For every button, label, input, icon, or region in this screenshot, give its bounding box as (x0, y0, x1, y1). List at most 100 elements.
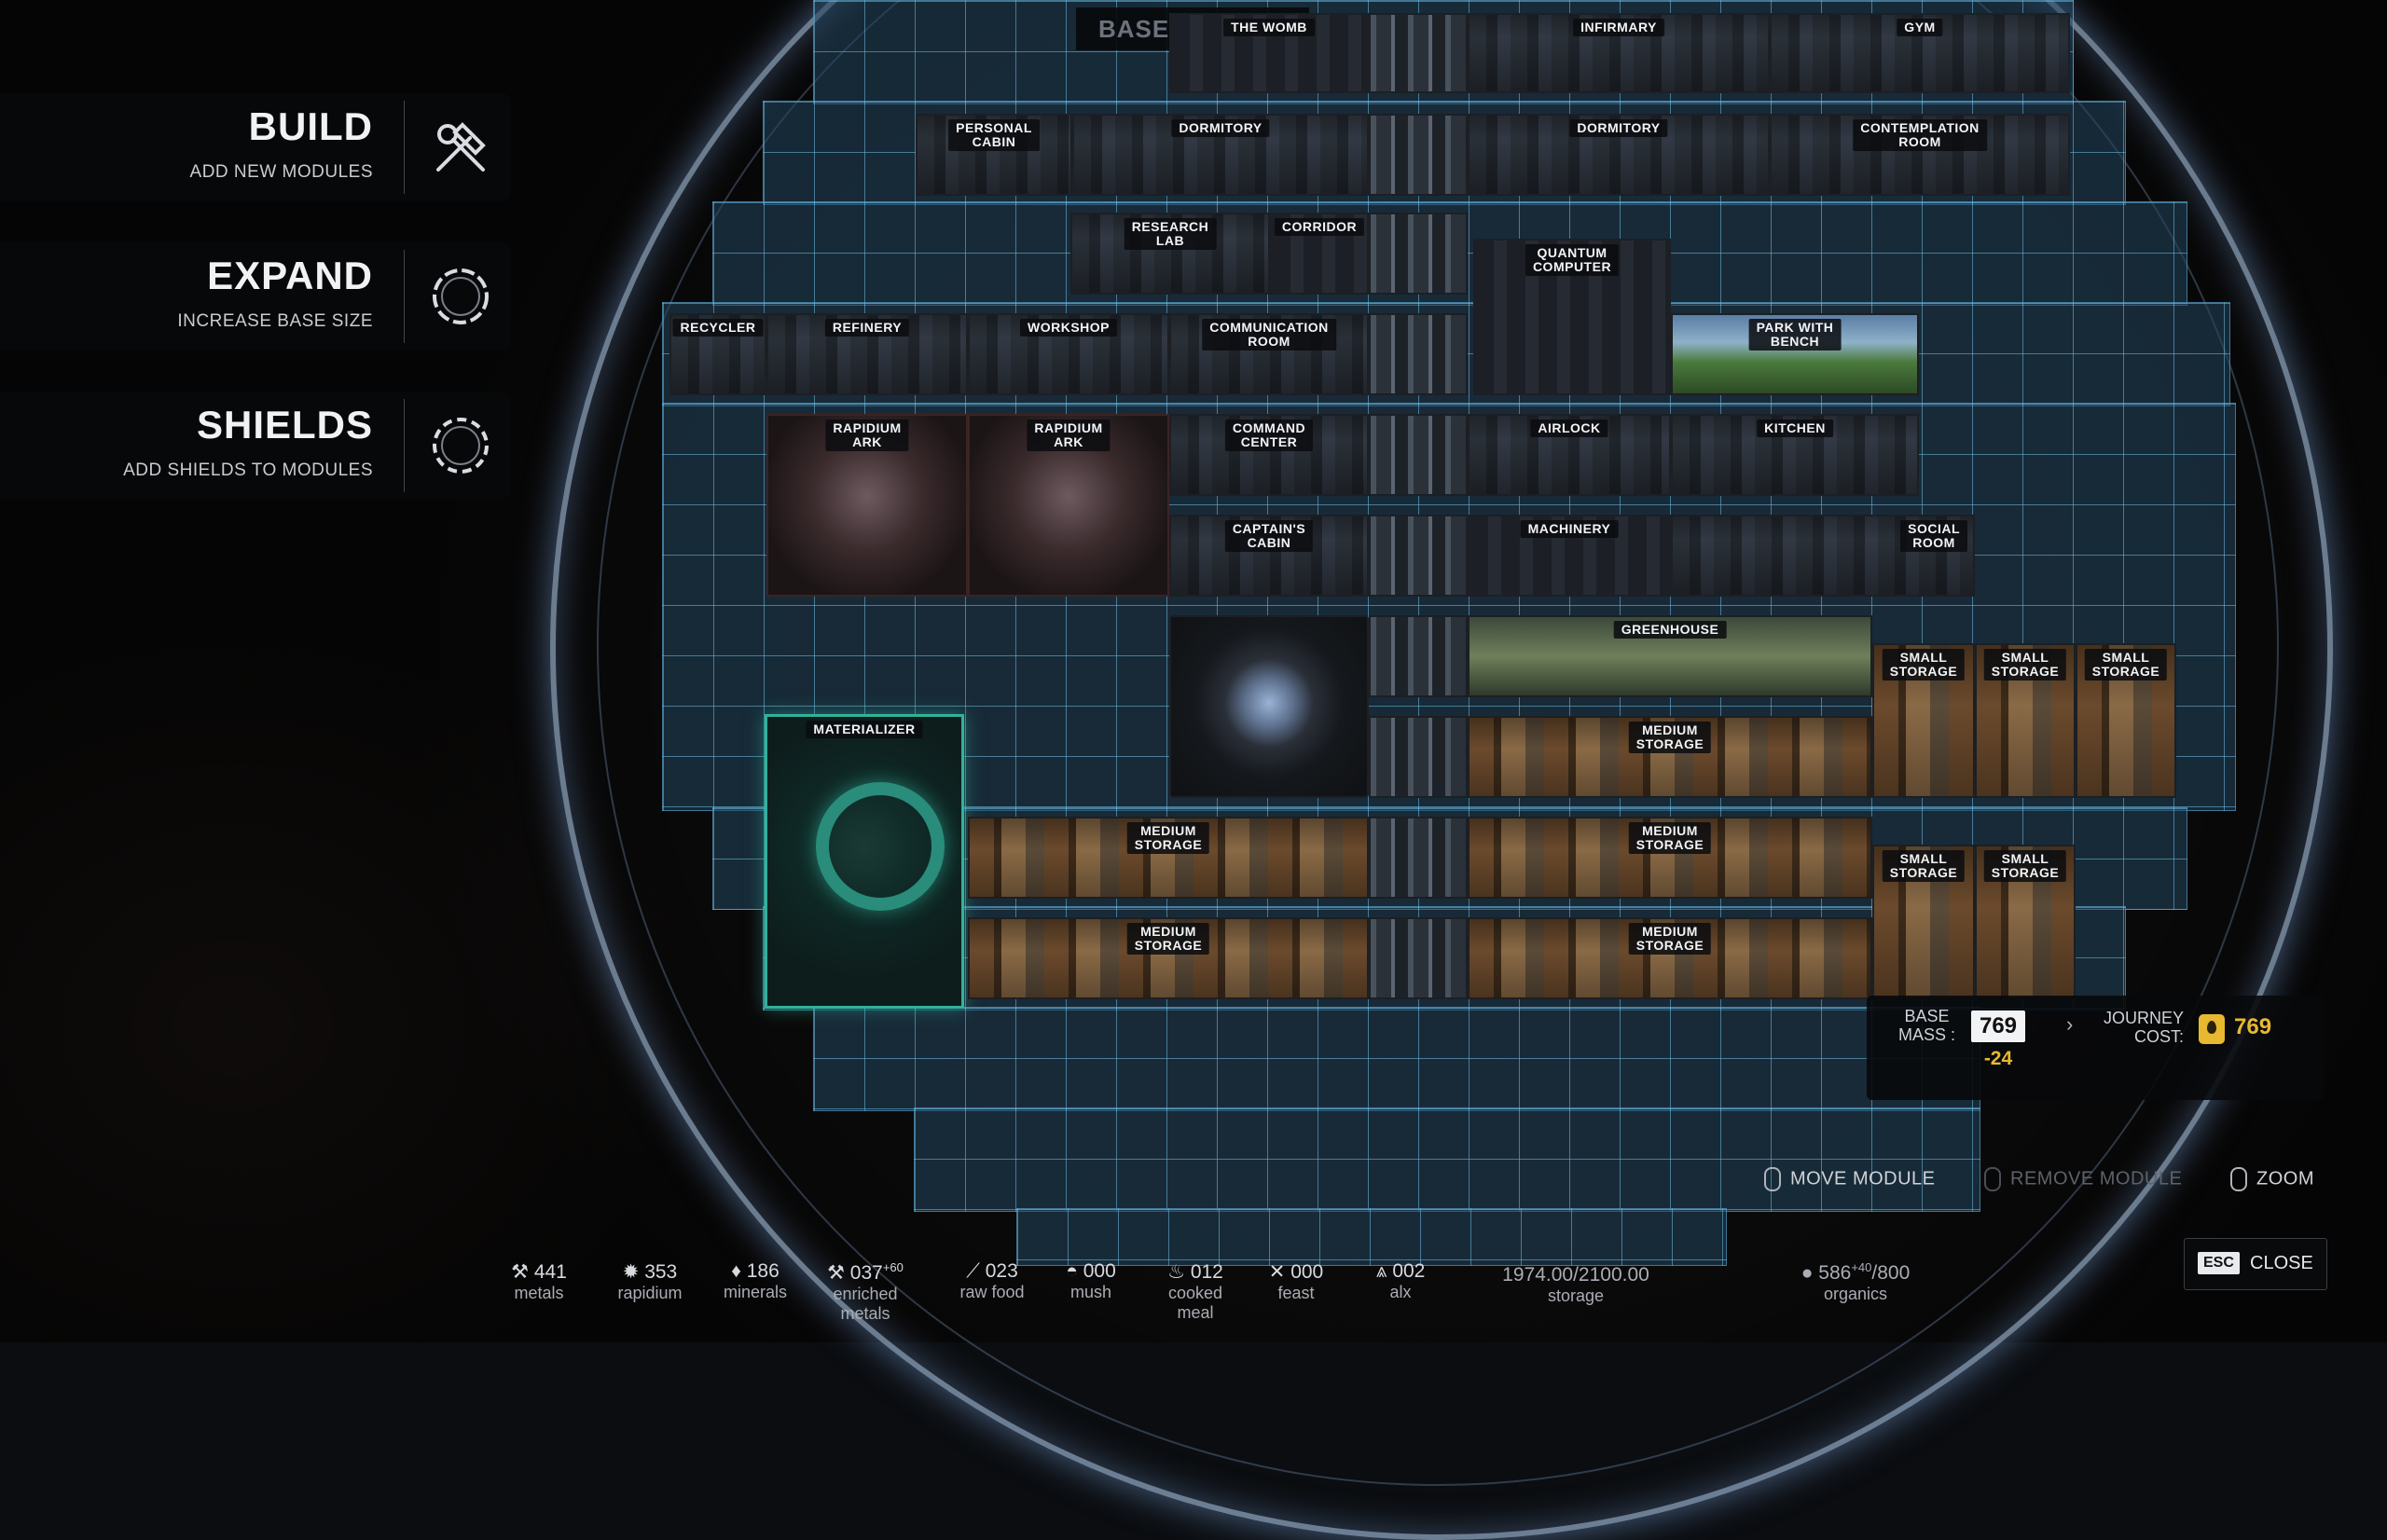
module-label: GREENHOUSE (1613, 621, 1727, 639)
module-communication-room[interactable]: COMMUNICATION ROOM (1169, 313, 1369, 395)
chevron-right-icon: › (2066, 1012, 2074, 1036)
rapidium-icon: ✹ (622, 1261, 640, 1283)
menu-divider (404, 250, 405, 343)
module-corridor[interactable] (1369, 817, 1468, 899)
resource-metals: ⚒ 441 metals (502, 1260, 576, 1303)
shields-menu-button[interactable]: SHIELDS ADD SHIELDS TO MODULES (0, 392, 511, 500)
module-label: MEDIUM STORAGE (1628, 822, 1712, 854)
module-infirmary[interactable]: INFIRMARY (1468, 13, 1770, 93)
move-module-hint[interactable]: MOVE MODULE (1764, 1167, 1936, 1191)
module-greenhouse[interactable]: GREENHOUSE (1468, 615, 1872, 697)
module-small-storage-5[interactable]: SMALL STORAGE (1975, 845, 2076, 999)
resource-name: raw food (959, 1283, 1025, 1301)
module-label: GYM (1897, 19, 1943, 36)
fuel-drop-icon (2199, 1014, 2225, 1044)
module-rapidium-ark[interactable]: RAPIDIUM ARK (766, 414, 968, 597)
materializer-core-icon (816, 782, 945, 911)
resource-name: rapidium (617, 1284, 683, 1302)
module-gym[interactable]: GYM (1770, 13, 2070, 93)
base-mass-value: 769 (1979, 1013, 2018, 1038)
module-research-lab[interactable]: RESEARCH LAB (1070, 213, 1270, 295)
module-corridor-label[interactable]: CORRIDOR (1270, 213, 1369, 295)
module-dormitory[interactable]: DORMITORY (1072, 114, 1369, 196)
resource-name: mush (1069, 1283, 1111, 1301)
resource-mush: ◓ 000 mush (1054, 1260, 1128, 1302)
module-label: THE WOMB (1223, 19, 1315, 36)
raw-food-icon: ⟋ (966, 1260, 980, 1282)
close-button[interactable]: ESC CLOSE (2184, 1238, 2327, 1290)
module-medium-storage-4[interactable]: MEDIUM STORAGE (968, 917, 1369, 999)
module-corridor[interactable] (1369, 114, 1468, 196)
module-corridor[interactable] (1369, 615, 1468, 697)
module-the-womb[interactable]: THE WOMB (1169, 13, 1369, 93)
resource-value: 023 (985, 1260, 1018, 1282)
alx-icon: ⩓ (1375, 1260, 1387, 1282)
module-medium-storage-3[interactable]: MEDIUM STORAGE (1468, 817, 1872, 899)
resource-name: enriched metals (833, 1285, 898, 1323)
module-label: PERSONAL CABIN (948, 119, 1040, 151)
module-captains-cabin[interactable]: CAPTAIN'S CABIN (1169, 515, 1369, 597)
resource-name: metals (514, 1284, 564, 1302)
module-corridor[interactable] (1369, 515, 1468, 597)
organics-max: /800 (1871, 1262, 1911, 1284)
resource-name: minerals (723, 1283, 788, 1301)
shield-ring-icon (433, 418, 489, 474)
build-subtitle: ADD NEW MODULES (189, 162, 373, 182)
expand-menu-button[interactable]: EXPAND INCREASE BASE SIZE (0, 242, 511, 351)
module-contemplation-room[interactable]: CONTEMPLATION ROOM (1770, 114, 2070, 196)
remove-module-hint[interactable]: REMOVE MODULE (1984, 1167, 2182, 1191)
module-small-storage-2[interactable]: SMALL STORAGE (1975, 643, 2076, 798)
module-label: DORMITORY (1171, 119, 1270, 137)
feast-icon: ✕ (1268, 1261, 1286, 1283)
module-corridor[interactable] (1369, 13, 1468, 93)
build-menu-button[interactable]: BUILD ADD NEW MODULES (0, 93, 511, 201)
module-corridor[interactable] (1369, 213, 1468, 295)
module-recycler[interactable]: RECYCLER (669, 313, 766, 395)
build-title: BUILD (248, 104, 373, 148)
metals-icon: ⚒ (511, 1261, 529, 1283)
module-corridor[interactable] (1369, 414, 1468, 496)
module-portal-window[interactable] (1169, 615, 1369, 798)
resource-value: 441 (533, 1261, 567, 1283)
expand-ring-icon (433, 268, 489, 324)
module-label: SMALL STORAGE (1882, 850, 1966, 882)
module-workshop[interactable]: WORKSHOP (968, 313, 1169, 395)
module-label: SMALL STORAGE (1882, 649, 1966, 681)
module-label: RESEARCH LAB (1124, 218, 1217, 250)
module-medium-storage-2[interactable]: MEDIUM STORAGE (968, 817, 1369, 899)
menu-divider (404, 101, 405, 194)
organics-drop-icon: ● (1801, 1262, 1814, 1284)
module-command-center[interactable]: COMMAND CENTER (1169, 414, 1369, 496)
module-label: CAPTAIN'S CABIN (1224, 520, 1314, 552)
module-medium-storage-5[interactable]: MEDIUM STORAGE (1468, 917, 1872, 999)
module-social-room[interactable]: SOCIAL ROOM (1671, 515, 1975, 597)
module-small-storage-4[interactable]: SMALL STORAGE (1872, 845, 1975, 999)
module-label: CORRIDOR (1274, 218, 1365, 236)
module-small-storage[interactable]: SMALL STORAGE (1872, 643, 1975, 798)
module-refinery[interactable]: REFINERY (766, 313, 968, 395)
module-label: COMMUNICATION ROOM (1202, 319, 1336, 351)
module-rapidium-ark-2[interactable]: RAPIDIUM ARK (968, 414, 1169, 597)
module-corridor[interactable] (1369, 313, 1468, 395)
shields-subtitle: ADD SHIELDS TO MODULES (123, 461, 373, 480)
module-park-with-bench[interactable]: PARK WITH BENCH (1671, 313, 1919, 395)
organics-name: organics (1823, 1285, 1888, 1303)
module-materializer[interactable]: MATERIALIZER (765, 714, 964, 1009)
zoom-hint[interactable]: ZOOM (2230, 1167, 2314, 1191)
module-quantum-computer[interactable]: QUANTUM COMPUTER (1473, 239, 1671, 395)
module-label: COMMAND CENTER (1224, 419, 1314, 451)
module-small-storage-3[interactable]: SMALL STORAGE (2076, 643, 2176, 798)
module-airlock[interactable]: AIRLOCK (1468, 414, 1671, 496)
module-machinery[interactable]: MACHINERY (1468, 515, 1671, 597)
resource-enriched-metals: ⚒ 037+60 enriched metals (817, 1260, 914, 1324)
resource-raw-food: ⟋ 023 raw food (949, 1260, 1035, 1302)
module-label: DORMITORY (1569, 119, 1668, 137)
module-corridor[interactable] (1369, 917, 1468, 999)
module-kitchen[interactable]: KITCHEN (1671, 414, 1919, 496)
module-personal-cabin[interactable]: PERSONAL CABIN (916, 114, 1072, 196)
module-medium-storage[interactable]: MEDIUM STORAGE (1468, 716, 1872, 798)
mass-panel: BASE MASS : 769 -24 › JOURNEY COST: 769 (1867, 996, 2324, 1100)
module-corridor[interactable] (1369, 716, 1468, 798)
module-dormitory-2[interactable]: DORMITORY (1468, 114, 1770, 196)
remove-module-label: REMOVE MODULE (2010, 1168, 2183, 1189)
